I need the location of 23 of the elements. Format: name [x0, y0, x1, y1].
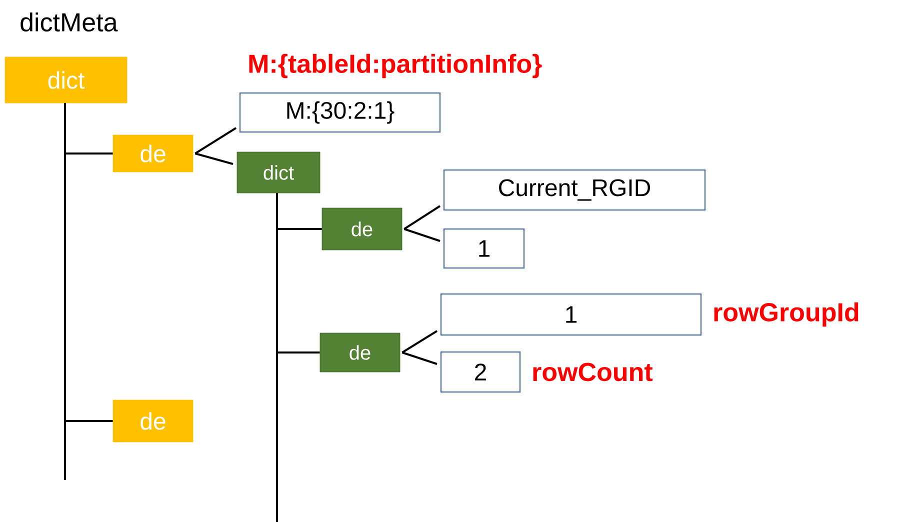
value-box: Current_RGID [444, 170, 706, 210]
connector-line [194, 152, 234, 165]
tree-node-box: de [322, 208, 402, 250]
value-box: 1 [444, 228, 524, 268]
value-box: M:{30:2:1} [240, 92, 440, 132]
value-box: 2 [440, 352, 520, 392]
annotation-label: M:{tableId:partitionInfo} [249, 54, 542, 78]
connector-line [276, 193, 320, 354]
tree-node-box: de [112, 400, 194, 442]
connector-line [64, 103, 113, 422]
tree-node-box: dict [4, 56, 128, 104]
tree-node-box: de [112, 134, 194, 172]
connector-line [404, 228, 440, 242]
connector-line [194, 127, 237, 154]
field-name-label: rowGroupId [714, 302, 858, 327]
connector-line [402, 330, 438, 354]
connector-line [404, 205, 441, 230]
diagram-title: dictMeta [20, 12, 118, 32]
value-box: 1 [440, 294, 702, 336]
tree-node-box: de [320, 332, 400, 372]
tree-node-box: dict [236, 152, 320, 194]
field-name-label: rowCount [533, 362, 653, 382]
connector-line [402, 352, 438, 365]
